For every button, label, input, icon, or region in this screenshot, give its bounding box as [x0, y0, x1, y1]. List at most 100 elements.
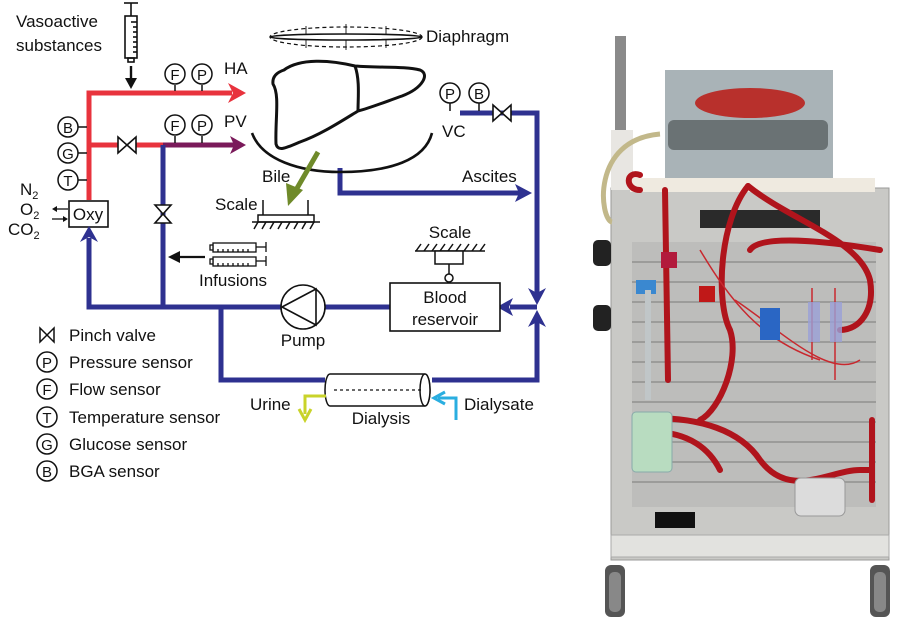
vasoactive-syringe-icon — [124, 2, 138, 63]
legend: Pinch valve P Pressure sensor F Flow sen… — [36, 326, 221, 482]
reservoir-scale-label: Scale — [429, 223, 472, 242]
pump-icon — [280, 284, 326, 330]
infusion-arrow-icon — [168, 251, 205, 263]
vertical-rod — [645, 290, 651, 400]
svg-text:Pressure sensor: Pressure sensor — [69, 353, 193, 372]
svg-text:G: G — [62, 146, 74, 163]
bile-scale-label: Scale — [215, 195, 258, 214]
svg-text:F: F — [170, 67, 179, 84]
liver-icon — [271, 59, 426, 150]
gas-out-arrow-icon — [52, 206, 68, 212]
gas-labels: N2 O2 CO2 — [8, 180, 40, 242]
device-pole — [615, 36, 626, 131]
junction-up-arrow-icon — [528, 310, 546, 327]
pump-label: Pump — [281, 331, 325, 350]
organ-liver — [695, 88, 805, 118]
bottom-slot — [655, 512, 695, 528]
chamber-shelf — [630, 178, 875, 192]
venous-pinch-valve-icon — [153, 204, 173, 224]
vasoactive-arrow-icon — [125, 66, 137, 89]
blue-sensor-box — [760, 308, 780, 340]
pressure-dome-2 — [830, 302, 842, 342]
glucose-sensor: G — [57, 142, 87, 164]
temperature-sensor-icon — [36, 406, 58, 428]
clear-tube — [600, 131, 661, 225]
legend-item: Pinch valve — [39, 326, 156, 345]
arterial-line — [86, 90, 232, 200]
pinch-valve-icon — [39, 326, 55, 344]
gas-in-arrow-icon — [52, 216, 68, 222]
schematic: Vasoactive substances HA PV F P — [8, 2, 546, 428]
vasoactive-label-1: Vasoactive — [16, 12, 98, 31]
ha-arrow-icon — [228, 83, 246, 103]
svg-text:N2: N2 — [20, 180, 38, 202]
pv-label: PV — [224, 112, 247, 131]
svg-text:Blood: Blood — [423, 288, 466, 307]
junction-down-arrow-icon — [528, 288, 546, 305]
legend-item: T Temperature sensor — [36, 406, 221, 428]
vc-bga-sensor: B — [468, 82, 490, 111]
legend-item: G Glucose sensor — [36, 433, 187, 455]
ascites-arrow-icon — [515, 184, 532, 202]
dialysis-label: Dialysis — [352, 409, 411, 428]
pressure-dome-1 — [808, 302, 820, 342]
vasoactive-label-2: substances — [16, 36, 102, 55]
svg-text:Flow sensor: Flow sensor — [69, 380, 161, 399]
pv-pinch-valve-icon — [117, 135, 137, 155]
oxygenator: Oxy — [68, 200, 109, 228]
dialysis-filter-icon — [324, 373, 431, 407]
liver-tray-icon — [250, 132, 434, 174]
vc-pinch-valve-icon — [492, 103, 512, 123]
pv-pressure-sensor: P — [191, 114, 213, 143]
svg-text:Temperature sensor: Temperature sensor — [69, 408, 221, 427]
pv-arrow-icon — [230, 136, 246, 154]
ascites-label: Ascites — [462, 167, 517, 186]
device-rendering — [593, 36, 890, 617]
cart-wheels — [605, 565, 890, 617]
svg-text:O2: O2 — [20, 200, 39, 222]
bile-label: Bile — [262, 167, 290, 186]
bga-sensor: B — [57, 116, 87, 138]
urine-arrow-icon — [297, 394, 326, 424]
svg-text:P: P — [197, 118, 207, 135]
svg-text:G: G — [41, 437, 53, 454]
urine-label: Urine — [250, 395, 291, 414]
bga-sensor-icon — [36, 460, 58, 482]
svg-text:P: P — [197, 67, 207, 84]
ha-pressure-sensor: P — [191, 63, 213, 91]
svg-text:F: F — [42, 382, 51, 399]
legend-item: F Flow sensor — [36, 378, 161, 400]
bile-scale-icon — [252, 200, 320, 230]
organ-tray — [668, 120, 828, 150]
diaphragm-label: Diaphragm — [426, 27, 509, 46]
svg-text:B: B — [474, 86, 484, 103]
left-knob-lower — [593, 305, 611, 331]
svg-text:F: F — [170, 118, 179, 135]
svg-text:reservoir: reservoir — [412, 310, 478, 329]
vc-label: VC — [442, 122, 466, 141]
svg-text:Pinch valve: Pinch valve — [69, 326, 156, 345]
svg-text:Glucose sensor: Glucose sensor — [69, 435, 187, 454]
legend-item: P Pressure sensor — [36, 351, 193, 373]
pv-flow-sensor: F — [164, 114, 186, 143]
dialysate-arrow-icon — [430, 390, 458, 420]
left-knob-upper — [593, 240, 611, 266]
svg-text:T: T — [63, 173, 72, 190]
svg-text:P: P — [42, 355, 52, 372]
vc-pressure-sensor: P — [439, 82, 461, 111]
pump-motor — [794, 477, 846, 517]
oxy-inlet-arrow-icon — [80, 226, 98, 242]
diaphragm-icon — [269, 24, 423, 50]
ha-flow-sensor: F — [164, 63, 186, 91]
legend-item: B BGA sensor — [36, 460, 160, 482]
svg-text:B: B — [63, 120, 73, 137]
blood-reservoir: Blood reservoir — [389, 282, 501, 332]
svg-text:Oxy: Oxy — [73, 205, 104, 224]
ha-label: HA — [224, 59, 248, 78]
cart-base — [610, 534, 890, 558]
glucose-sensor-icon — [36, 433, 58, 455]
dialysate-label: Dialysate — [464, 395, 534, 414]
red-connector-1 — [661, 252, 677, 268]
flow-sensor-icon — [36, 378, 58, 400]
